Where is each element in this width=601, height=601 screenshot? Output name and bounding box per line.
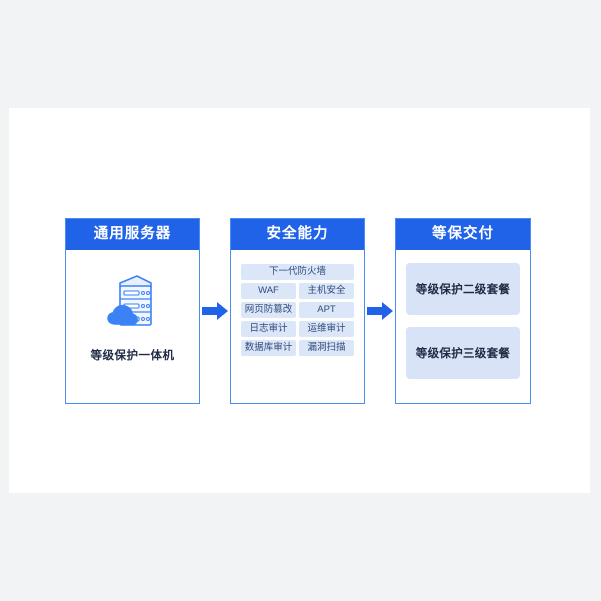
capability-tag[interactable]: 漏洞扫描 [299,340,354,356]
capability-tag[interactable]: 日志审计 [241,321,296,337]
content-card: 通用服务器 [9,108,590,493]
panel-security-capability-header: 安全能力 [231,219,364,250]
capability-tag[interactable]: 运维审计 [299,321,354,337]
panel-security-capability: 安全能力 下一代防火墙 WAF 主机安全 网页防篡改 APT 日志审计 运维审计… [230,218,365,404]
package-card-level-3[interactable]: 等级保护三级套餐 [406,327,520,379]
arrow-head [217,302,228,320]
capability-tag[interactable]: WAF [241,283,296,299]
arrow-capability-to-delivery [365,218,395,404]
capability-tag[interactable]: 数据库审计 [241,340,296,356]
server-caption: 等级保护一体机 [90,350,175,362]
arrow-server-to-capability [200,218,230,404]
panel-general-server: 通用服务器 [65,218,200,404]
panel-mlps-delivery-body: 等级保护二级套餐 等级保护三级套餐 [396,250,530,403]
package-list: 等级保护二级套餐 等级保护三级套餐 [406,263,520,379]
panel-mlps-delivery: 等保交付 等级保护二级套餐 等级保护三级套餐 [395,218,531,404]
panel-general-server-header: 通用服务器 [66,219,199,250]
capability-tag[interactable]: 网页防篡改 [241,302,296,318]
mlps-architecture-diagram: 通用服务器 [65,218,555,404]
panel-mlps-delivery-header: 等保交付 [396,219,530,250]
right-arrow-icon [367,302,393,320]
panel-general-server-body: 等级保护一体机 [66,250,199,403]
right-arrow-icon [202,302,228,320]
arrow-shaft [367,307,384,315]
package-card-level-2[interactable]: 等级保护二级套餐 [406,263,520,315]
capability-tag[interactable]: APT [299,302,354,318]
capability-tag[interactable]: 主机安全 [299,283,354,299]
capability-tag[interactable]: 下一代防火墙 [241,264,354,280]
arrow-head [382,302,393,320]
server-cloud-icon [106,274,159,335]
arrow-shaft [202,307,219,315]
capability-tag-grid: 下一代防火墙 WAF 主机安全 网页防篡改 APT 日志审计 运维审计 数据库审… [241,264,354,356]
panel-security-capability-body: 下一代防火墙 WAF 主机安全 网页防篡改 APT 日志审计 运维审计 数据库审… [231,250,364,403]
